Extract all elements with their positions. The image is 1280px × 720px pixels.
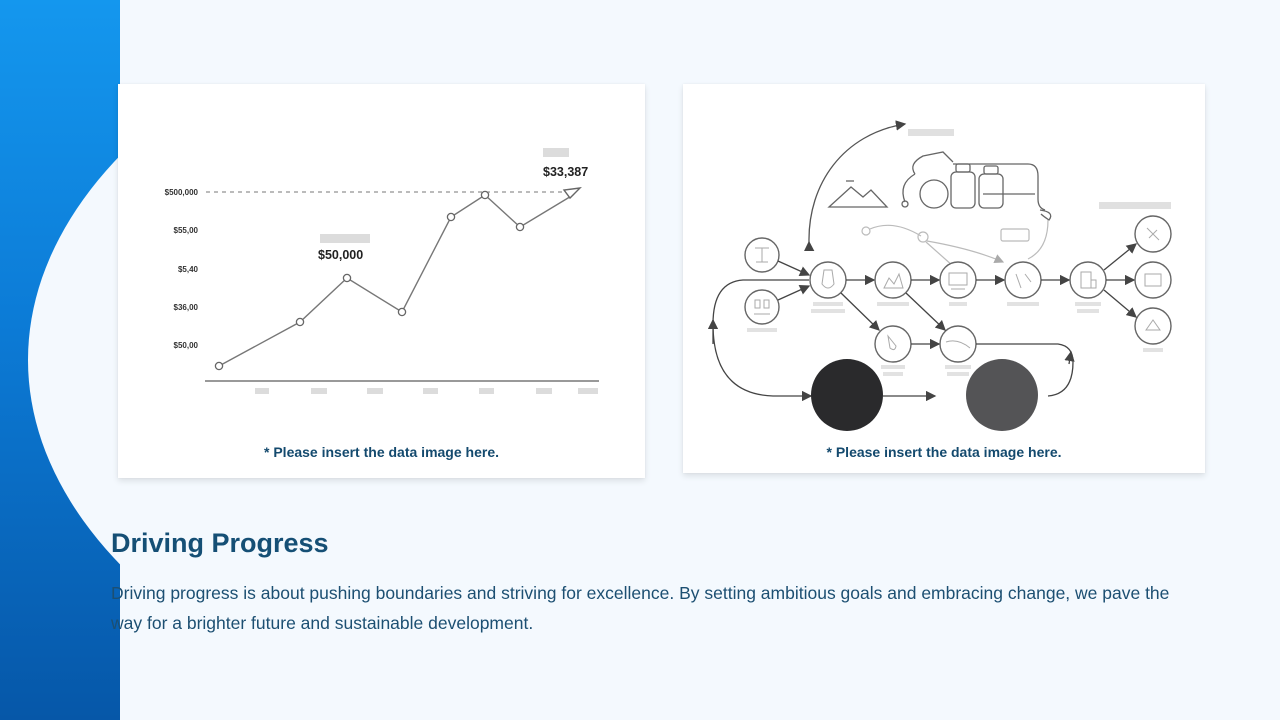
- y-tick-label: $500,000: [165, 188, 199, 197]
- image-caption: * Please insert the data image here.: [264, 444, 499, 460]
- y-tick-label: $50,00: [174, 341, 199, 350]
- annotation-label: $33,387: [543, 165, 588, 179]
- x-tick-placeholders: [255, 388, 598, 394]
- y-tick-label: $55,00: [174, 226, 199, 235]
- annotation-placeholder: [543, 148, 569, 157]
- data-points: [214, 190, 525, 371]
- flow-arrows: [707, 243, 1138, 402]
- y-tick-label: $5,40: [178, 265, 199, 274]
- image-caption: * Please insert the data image here.: [826, 444, 1062, 460]
- large-dark-circle: [811, 359, 883, 431]
- label-placeholder: [908, 129, 954, 136]
- arrow-head-icon: [562, 187, 582, 200]
- feedback-arrow: [803, 120, 907, 252]
- section-title: Driving Progress: [111, 528, 329, 558]
- bottling-machine-icon: [901, 151, 1052, 221]
- annotation-label: $50,000: [318, 248, 363, 262]
- faint-connections: [861, 219, 1049, 267]
- node-glyph-icons: [754, 227, 1162, 351]
- process-diagram: [707, 120, 1172, 431]
- large-gray-circle: [966, 359, 1038, 431]
- mountains-icon: [827, 180, 889, 208]
- node-label-placeholders: [747, 302, 1163, 376]
- y-tick-label: $36,00: [174, 303, 199, 312]
- section-body: Driving progress is about pushing bounda…: [111, 583, 1170, 633]
- line-chart: $500,000 $55,00 $5,40 $36,00 $50,00: [165, 148, 599, 394]
- chart-image-card: $500,000 $55,00 $5,40 $36,00 $50,00: [118, 84, 645, 478]
- data-line: [218, 194, 574, 367]
- label-placeholder: [1099, 202, 1171, 209]
- diagram-image-card: * Please insert the data image here.: [683, 84, 1205, 473]
- annotation-placeholder: [320, 234, 370, 243]
